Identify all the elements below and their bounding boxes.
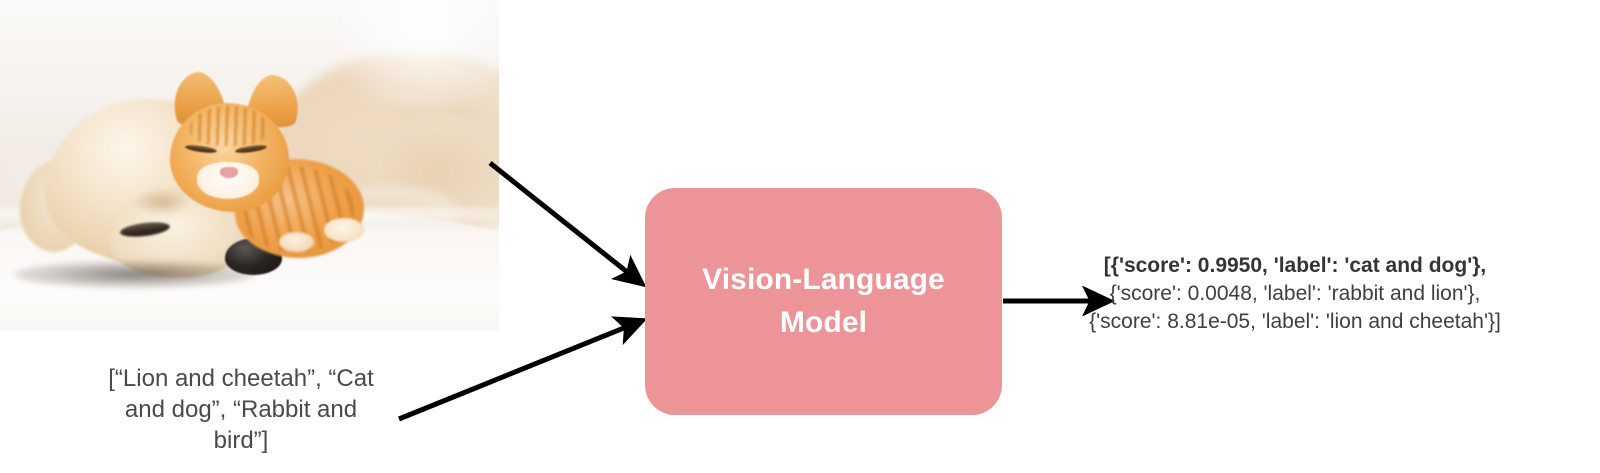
prompt-line-2: “Cat and dog”, [124, 365, 374, 423]
output-line-3: {'score': 8.81e-05, 'label': 'lion and c… [1089, 310, 1501, 333]
prompt-line-3: “Rabbit and bird”] [213, 396, 358, 454]
model-output: [{'score': 0.9950, 'label': 'cat and dog… [1060, 252, 1530, 336]
arrow-text-to-model [398, 316, 648, 422]
input-image [0, 0, 499, 331]
photo-highlight [309, 0, 499, 106]
photo-kitten-paw-back [279, 231, 315, 252]
arrow-image-to-model [488, 161, 647, 288]
output-line-2: {'score': 0.0048, 'label': 'rabbit and l… [1109, 282, 1481, 305]
text-input-prompt-list: [“Lion and cheetah”, “Cat and dog”, “Rab… [96, 363, 386, 456]
photo-kitten-nose [219, 167, 238, 179]
photo-kitten-head-stripes [189, 105, 270, 146]
model-label-line-1: Vision-Language [702, 262, 945, 296]
photo-puppy-shadow [14, 261, 255, 288]
model-box-label: Vision-Language Model [702, 259, 945, 344]
model-label-line-2: Model [779, 305, 868, 339]
photo-kitten-paw-front [324, 218, 365, 242]
vision-language-model-box[interactable]: Vision-Language Model [645, 188, 1002, 415]
prompt-line-1: [“Lion and cheetah”, [108, 365, 322, 392]
output-line-1: [{'score': 0.9950, 'label': 'cat and dog… [1103, 254, 1487, 277]
photo-puppy-brow [134, 188, 190, 216]
